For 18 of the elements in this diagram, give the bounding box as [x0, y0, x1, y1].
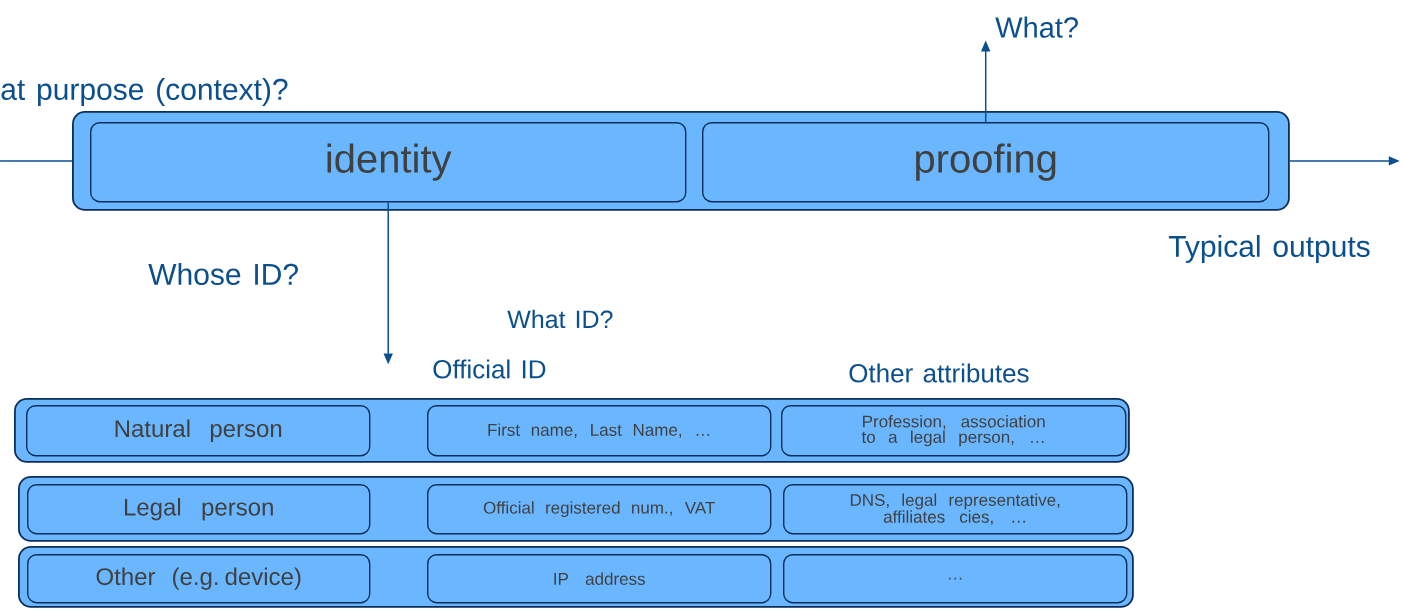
- attribute-box: …: [783, 553, 1128, 604]
- question-label: What?: [995, 16, 1078, 38]
- row-heading-box: Legal person: [27, 484, 371, 535]
- question-label: at purpose (context)?: [1, 78, 288, 106]
- attribute-box: First name, Last Name, …: [427, 405, 772, 457]
- row-heading-box: Other (e.g. device): [27, 553, 371, 604]
- row-heading-box: Natural person: [26, 405, 371, 457]
- attribute-box: IP address: [427, 553, 772, 604]
- question-label: Whose ID?: [148, 262, 298, 285]
- question-label: What ID?: [507, 309, 613, 329]
- attribute-box: Official registered num., VAT: [427, 484, 772, 535]
- question-label: Official ID: [433, 359, 546, 379]
- connector-line: [0, 160, 73, 162]
- question-label: Typical outputs: [1168, 235, 1370, 263]
- process-box: identity: [90, 122, 687, 203]
- attribute-box: DNS, legal representative, affiliates cies, …: [783, 484, 1128, 535]
- process-box: proofing: [702, 122, 1270, 203]
- attribute-box: Profession, association to a legal person, …: [781, 405, 1127, 457]
